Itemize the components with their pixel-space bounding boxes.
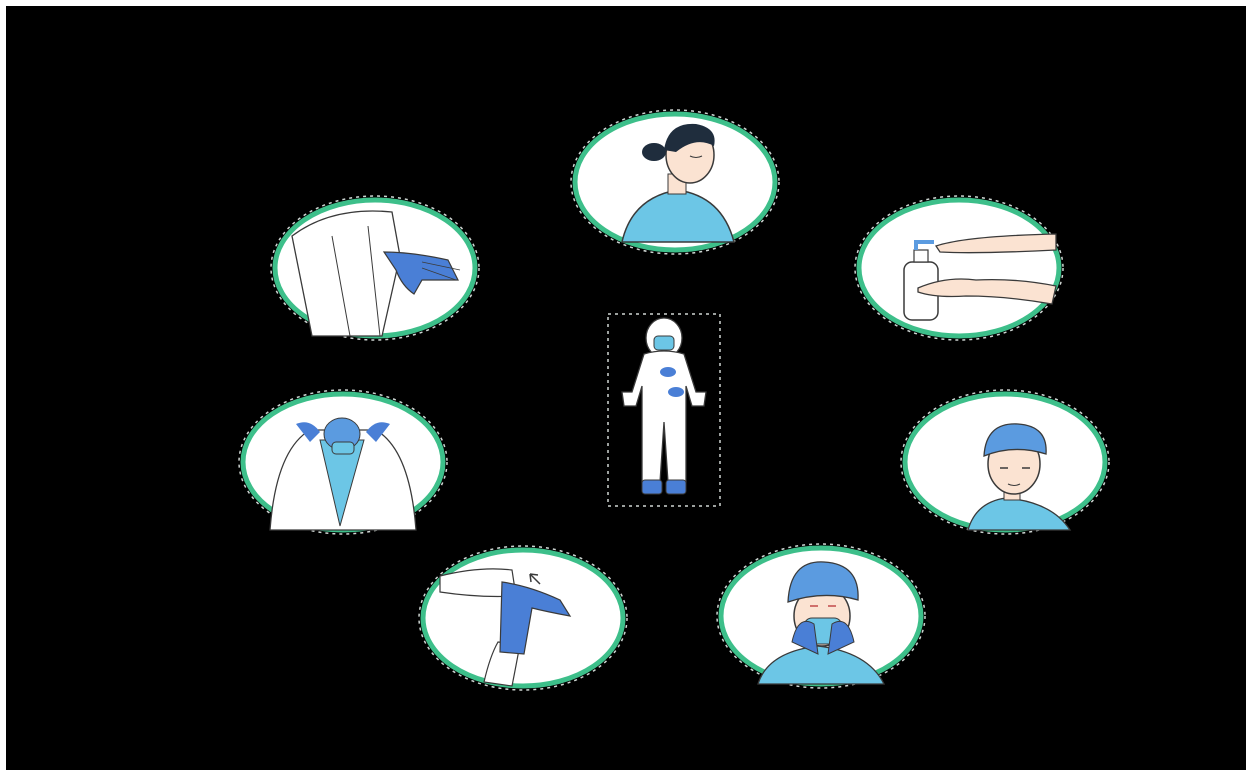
stage [6,6,1246,770]
step-sanitize-icon [856,196,1062,340]
full-ppe-worker-icon [606,312,722,513]
step-glove-cuff-icon [420,546,626,690]
step-mask-icon [718,544,924,688]
step-cap-icon [902,390,1108,534]
step-gown-glove-icon [272,196,478,340]
step-hood-icon [240,390,446,534]
step-hair-icon [572,110,778,254]
